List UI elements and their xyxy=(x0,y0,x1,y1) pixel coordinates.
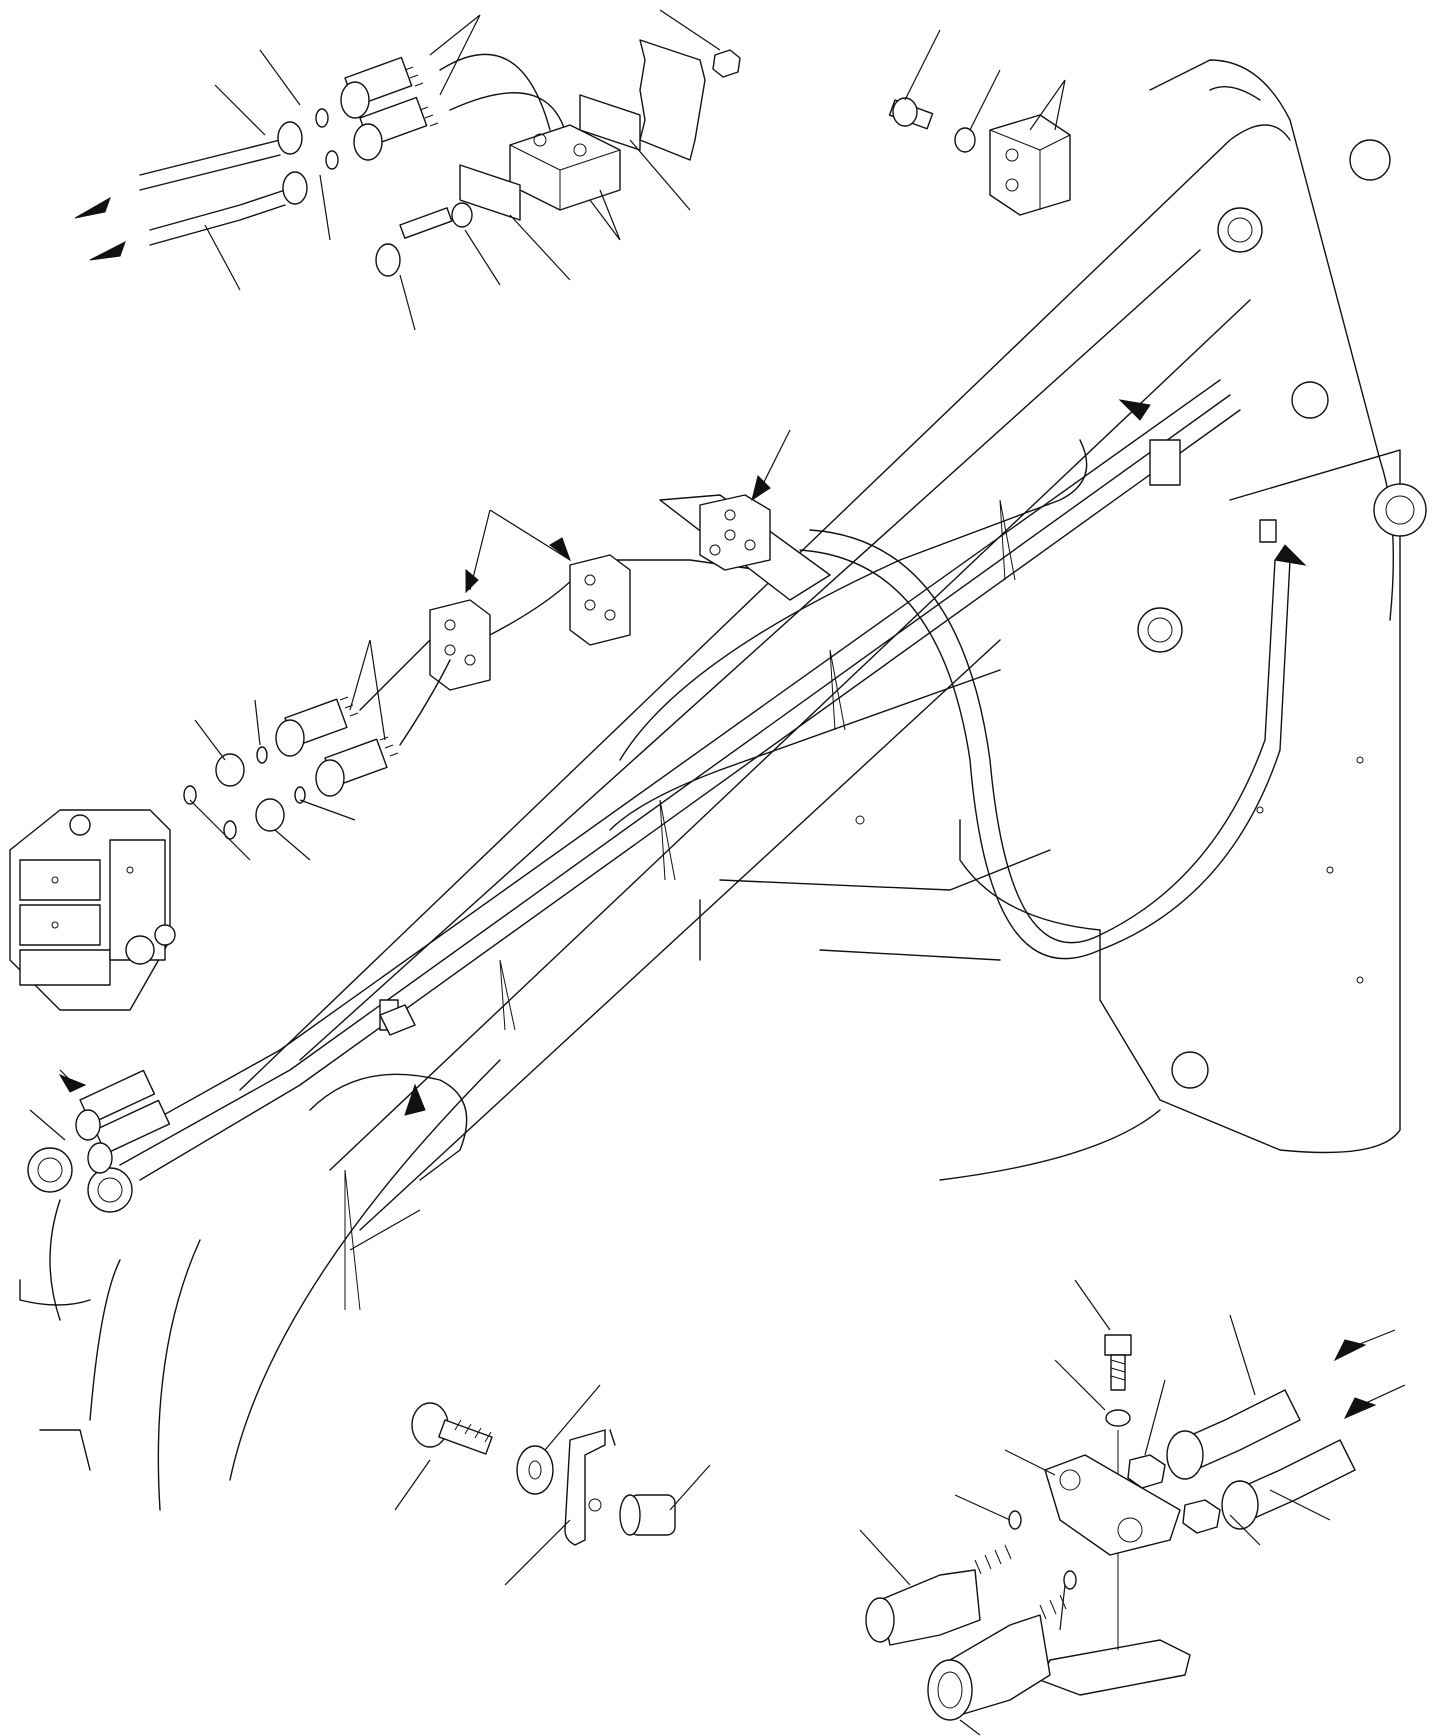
control-valve xyxy=(9,809,176,1011)
middle-clamp-assembly xyxy=(429,399,1307,691)
boom-end-couplers xyxy=(29,999,426,1311)
top-right-clamp-block xyxy=(888,29,1071,216)
top-left-fitting-cluster xyxy=(74,9,741,331)
boom-arm xyxy=(19,59,1427,1511)
valve-fittings xyxy=(183,639,451,861)
bracket-assembly xyxy=(394,1384,711,1586)
quick-coupler-assembly xyxy=(859,1279,1406,1736)
hydraulic-hoses xyxy=(109,379,1291,1181)
